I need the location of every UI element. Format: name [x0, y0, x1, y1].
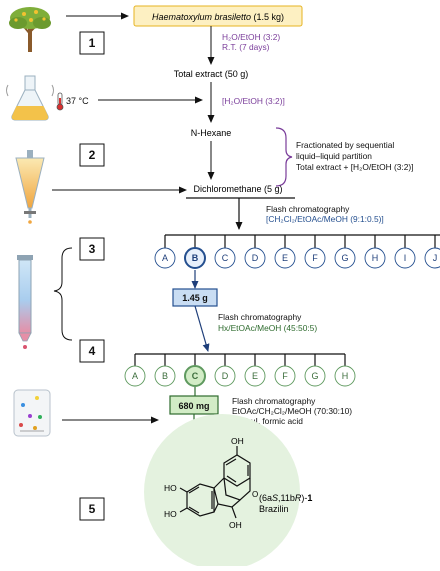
fraction-label: G	[341, 253, 348, 263]
svg-text:5: 5	[89, 502, 96, 516]
fraction-circle	[364, 247, 386, 269]
fraction-label: J	[433, 253, 438, 263]
source-box: Haematoxylum brasiletto (1.5 kg)	[133, 5, 303, 27]
total-extract: Total extract (50 g)	[174, 69, 249, 79]
source-amount: (1.5 kg)	[251, 12, 284, 22]
oh-label-top: OH	[231, 436, 244, 446]
product-stereo-label: (6aS,11bR)-1	[259, 493, 312, 503]
chromatography-column-icon	[17, 255, 33, 349]
fraction-circle	[154, 365, 176, 387]
step3-mass-box: 1.45 g	[172, 288, 218, 307]
incubation-temperature: 37 °C	[66, 96, 89, 106]
svg-text:1: 1	[89, 36, 96, 50]
o-atom: O	[252, 490, 258, 499]
fraction-circle	[124, 365, 146, 387]
separatory-funnel-icon	[15, 150, 45, 224]
fraction-circle	[274, 247, 296, 269]
fraction-circle	[334, 247, 356, 269]
partition-note-1: Fractionated by sequential	[296, 140, 394, 150]
step3-method: Flash chromatography	[266, 204, 350, 214]
fraction-label: E	[282, 253, 288, 263]
step3-fractions: ABCDEFGHIJK	[154, 234, 440, 269]
flask-icon	[6, 75, 54, 121]
extraction-conditions: R.T. (7 days)	[222, 42, 270, 52]
partition-brace	[275, 127, 293, 187]
fraction-label: B	[192, 253, 199, 263]
fraction-label: H	[372, 253, 379, 263]
step5-method: Flash chromatography	[232, 396, 316, 406]
step5-additive: + 50 µL formic acid	[232, 416, 303, 426]
svg-text:4: 4	[89, 344, 96, 358]
fraction-label: F	[282, 371, 288, 381]
step-4-box: 4	[79, 339, 105, 363]
product-highlight	[144, 414, 300, 570]
step5-eluent: EtOAc/CH₂Cl₂/MeOH (70:30:10)	[232, 406, 352, 416]
step4-input-arrow	[194, 305, 210, 352]
fraction-label: I	[404, 253, 407, 263]
step-2-box: 2	[79, 143, 105, 167]
fraction-circle	[244, 247, 266, 269]
fraction-circle	[304, 365, 326, 387]
fraction-label: B	[162, 371, 168, 381]
fraction-circle-selected	[184, 365, 206, 387]
step4-method: Flash chromatography	[218, 312, 302, 322]
hexane-fraction: N-Hexane	[191, 128, 232, 138]
tlc-plate-icon	[13, 389, 51, 437]
fraction-circle-selected	[184, 247, 206, 269]
partition-note-3: Total extract + [H₂O/EtOH (3:2)]	[296, 162, 414, 172]
fraction-label: A	[132, 371, 138, 381]
fraction-circle	[154, 247, 176, 269]
brazilin-structure	[179, 446, 251, 519]
fraction-circle	[214, 365, 236, 387]
fraction-label: H	[342, 371, 349, 381]
dichloromethane-fraction: Dichloromethane (5 g)	[193, 184, 282, 194]
fraction-label: D	[222, 371, 229, 381]
svg-text:2: 2	[89, 148, 96, 162]
column-brace	[53, 247, 73, 341]
product-name: Brazilin	[259, 504, 289, 514]
fraction-label: E	[252, 371, 258, 381]
partition-note-2: liquid–liquid partition	[296, 151, 372, 161]
partition-solvent: [H₂O/EtOH (3:2)]	[222, 96, 285, 106]
fraction-label: D	[252, 253, 259, 263]
ho-label-lower: HO	[164, 509, 177, 519]
step-5-box: 5	[79, 497, 105, 521]
svg-text:Haematoxylum brasiletto (1.5 k: Haematoxylum brasiletto (1.5 kg)	[152, 12, 284, 22]
thermometer-icon	[56, 92, 64, 111]
fraction-circle	[244, 365, 266, 387]
step-3-box: 3	[79, 237, 105, 261]
fraction-label: F	[312, 253, 318, 263]
step3-eluent: [CH₂Cl₂/EtOAc/MeOH (9:1:0.5)]	[266, 214, 384, 224]
fraction-label: A	[162, 253, 168, 263]
step4-fractions: A B C D E F G H	[124, 353, 356, 387]
oh-label-bottom: OH	[229, 520, 242, 530]
fraction-label: C	[192, 371, 199, 381]
fraction-circle	[214, 247, 236, 269]
svg-text:680 mg: 680 mg	[178, 401, 209, 411]
ho-label-upper: HO	[164, 483, 177, 493]
fraction-label: C	[222, 253, 229, 263]
fraction-circle	[334, 365, 356, 387]
fraction-circle	[424, 247, 440, 269]
fraction-circle	[304, 247, 326, 269]
step4-eluent: Hx/EtOAc/MeOH (45:50:5)	[218, 323, 317, 333]
tree-icon	[9, 7, 51, 52]
step4-mass-box: 680 mg	[169, 395, 219, 415]
svg-text:1.45 g: 1.45 g	[182, 293, 208, 303]
fraction-circle	[394, 247, 416, 269]
extraction-solvent: H₂O/EtOH (3:2)	[222, 32, 280, 42]
step-1-box: 1	[79, 31, 105, 55]
svg-text:3: 3	[89, 242, 96, 256]
fraction-circle	[274, 365, 296, 387]
source-name: Haematoxylum brasiletto	[152, 12, 251, 22]
fraction-label: G	[311, 371, 318, 381]
